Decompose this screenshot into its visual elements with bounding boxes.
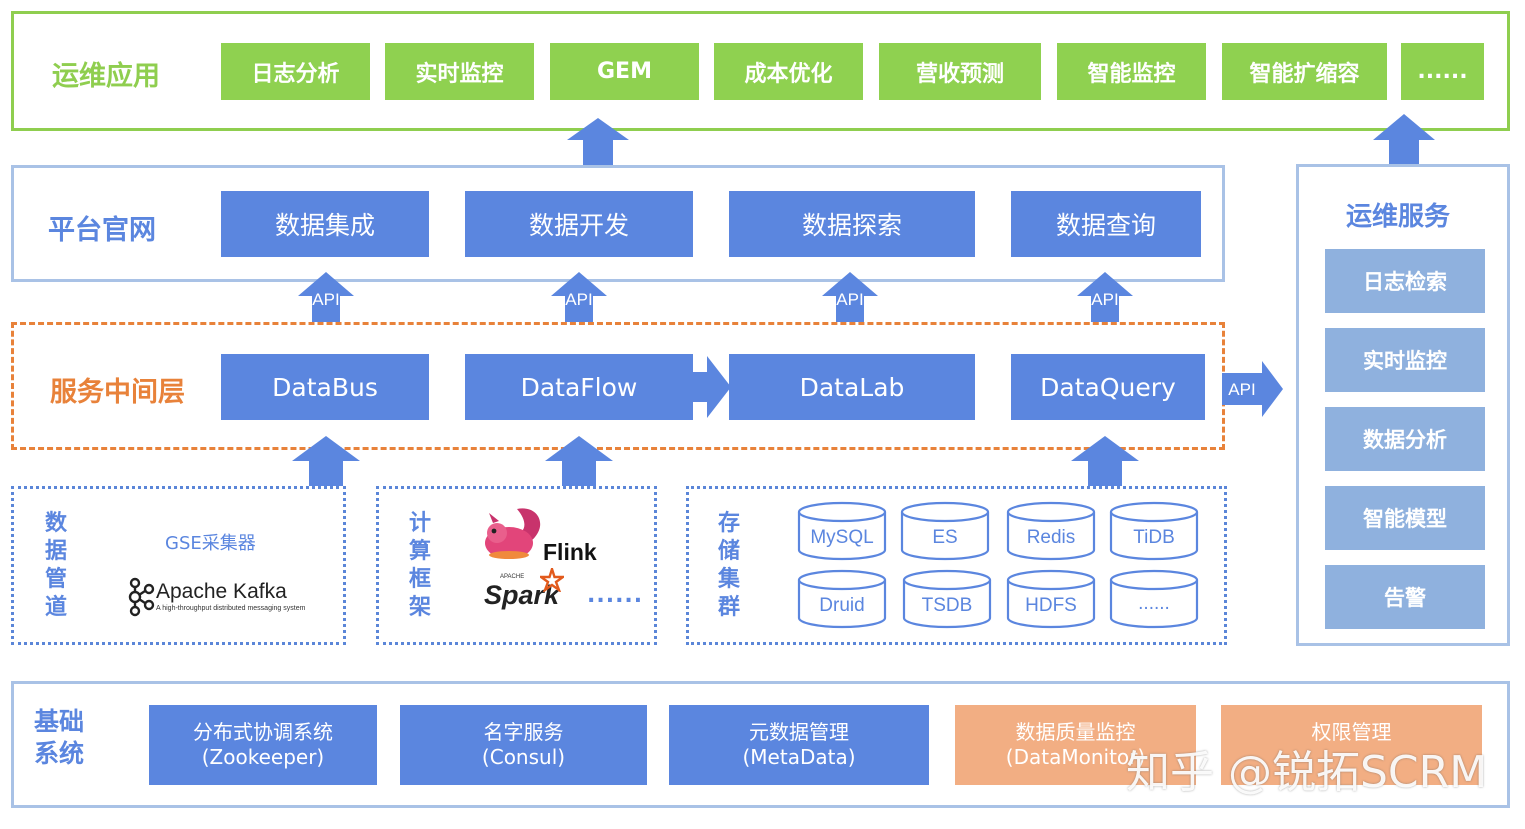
ops-services-title: 运维服务 — [1346, 202, 1451, 232]
spark-star-icon — [540, 568, 564, 592]
platform-data-development: 数据开发 — [465, 191, 693, 257]
pipeline-panel — [11, 486, 346, 645]
base-metadata-line2: (MetaData) — [742, 745, 856, 769]
api-label-datalab: API — [836, 290, 863, 309]
middleware-databus: DataBus — [221, 354, 429, 420]
ops-app-smart-monitor: 智能监控 — [1057, 43, 1206, 100]
ops-apps-layer — [11, 11, 1510, 131]
ops-service-alert: 告警 — [1325, 565, 1485, 629]
middleware-title: 服务中间层 — [50, 377, 185, 408]
cylinder-mysql — [797, 512, 887, 561]
arrow-middleware-to-services — [1222, 361, 1283, 417]
ops-app-cost-optimization: 成本优化 — [714, 43, 863, 100]
storage-es-label: ES — [932, 527, 957, 548]
base-metadata: 元数据管理 (MetaData) — [669, 705, 929, 785]
base-consul: 名字服务 (Consul) — [400, 705, 647, 785]
ops-app-more: ...... — [1401, 43, 1484, 100]
storage-more-label: ...... — [1138, 593, 1170, 614]
base-zookeeper: 分布式协调系统 (Zookeeper) — [149, 705, 377, 785]
ops-app-gem: GEM — [550, 43, 699, 100]
ops-service-data-analysis: 数据分析 — [1325, 407, 1485, 471]
base-system-title: 基础 系统 — [34, 706, 84, 770]
ops-app-revenue-forecast: 营收预测 — [879, 43, 1041, 100]
kafka-icon — [128, 577, 155, 617]
flink-squirrel-icon — [485, 508, 541, 559]
middleware-datalab: DataLab — [729, 354, 975, 420]
ops-app-log-analysis: 日志分析 — [221, 43, 370, 100]
cylinder-more — [1109, 580, 1199, 629]
base-permission-line1: 权限管理 — [1311, 720, 1392, 744]
platform-title: 平台官网 — [48, 215, 156, 246]
storage-mysql-label: MySQL — [810, 527, 873, 548]
platform-data-exploration: 数据探索 — [729, 191, 975, 257]
base-consul-line2: (Consul) — [481, 745, 566, 769]
kafka-tagline: A high-throughput distributed messaging … — [156, 605, 306, 612]
gse-collector-label: GSE采集器 — [165, 533, 256, 554]
storage-panel — [686, 486, 1227, 645]
cylinder-tidb — [1109, 512, 1199, 561]
compute-panel — [376, 486, 657, 645]
storage-redis-label: Redis — [1027, 527, 1076, 548]
platform-data-query: 数据查询 — [1011, 191, 1201, 257]
storage-druid-label: Druid — [819, 595, 864, 616]
spark-apache-label: APACHE — [500, 574, 525, 580]
platform-layer — [11, 165, 1225, 282]
ops-service-log-search: 日志检索 — [1325, 249, 1485, 313]
base-system-layer — [11, 681, 1510, 808]
base-metadata-line1: 元数据管理 — [749, 720, 849, 744]
compute-title: 计算框架 — [408, 511, 431, 620]
spark-logo: APACHE Spark — [484, 568, 574, 616]
zhihu-watermark: 知乎 @锐拓SCRM — [1126, 747, 1488, 798]
pipeline-title: 数据管道 — [44, 511, 67, 620]
ops-app-autoscaling: 智能扩缩容 — [1222, 43, 1387, 100]
base-datamonitor: 数据质量监控 (DataMonitor) — [955, 705, 1196, 785]
ops-service-smart-model: 智能模型 — [1325, 486, 1485, 550]
ops-app-realtime-monitor: 实时监控 — [385, 43, 534, 100]
api-label-dataquery: API — [1091, 290, 1118, 309]
api-label-services: API — [1228, 380, 1255, 399]
flink-name: Flink — [543, 539, 597, 565]
cylinder-druid — [797, 580, 887, 629]
cylinder-redis — [1006, 512, 1096, 561]
base-consul-line1: 名字服务 — [483, 720, 564, 744]
middleware-dataflow: DataFlow — [465, 354, 693, 420]
platform-data-integration: 数据集成 — [221, 191, 429, 257]
storage-tidb-label: TiDB — [1133, 527, 1175, 548]
cylinder-tsdb — [902, 580, 992, 629]
ops-apps-title: 运维应用 — [52, 61, 160, 92]
storage-hdfs-label: HDFS — [1025, 595, 1077, 616]
cylinder-hdfs — [1006, 580, 1096, 629]
compute-more: ...... — [587, 583, 644, 608]
storage-title: 存储集群 — [717, 511, 740, 620]
ops-services-panel — [1296, 164, 1510, 646]
api-label-dataflow: API — [565, 290, 592, 309]
cylinder-es — [900, 512, 990, 561]
api-label-databus: API — [312, 290, 339, 309]
ops-service-realtime-monitor: 实时监控 — [1325, 328, 1485, 392]
base-system-title-line1: 基础 — [34, 707, 85, 736]
flink-logo: Flink — [479, 503, 604, 565]
base-datamonitor-line1: 数据质量监控 — [1015, 720, 1136, 744]
base-datamonitor-line2: (DataMonitor) — [1005, 745, 1146, 769]
middleware-dataquery: DataQuery — [1011, 354, 1205, 420]
kafka-name: Apache Kafka — [156, 580, 287, 603]
storage-cylinders: MySQL ES Redis TiDB Druid TSDB HDFS ....… — [797, 501, 1199, 629]
base-zookeeper-line1: 分布式协调系统 — [193, 720, 333, 744]
base-system-title-line2: 系统 — [34, 739, 85, 768]
base-permission: 权限管理 — [1221, 705, 1482, 785]
storage-tsdb-label: TSDB — [922, 595, 973, 616]
kafka-logo: Apache Kafka A high-throughput distribut… — [127, 577, 327, 617]
base-zookeeper-line2: (Zookeeper) — [201, 745, 325, 769]
